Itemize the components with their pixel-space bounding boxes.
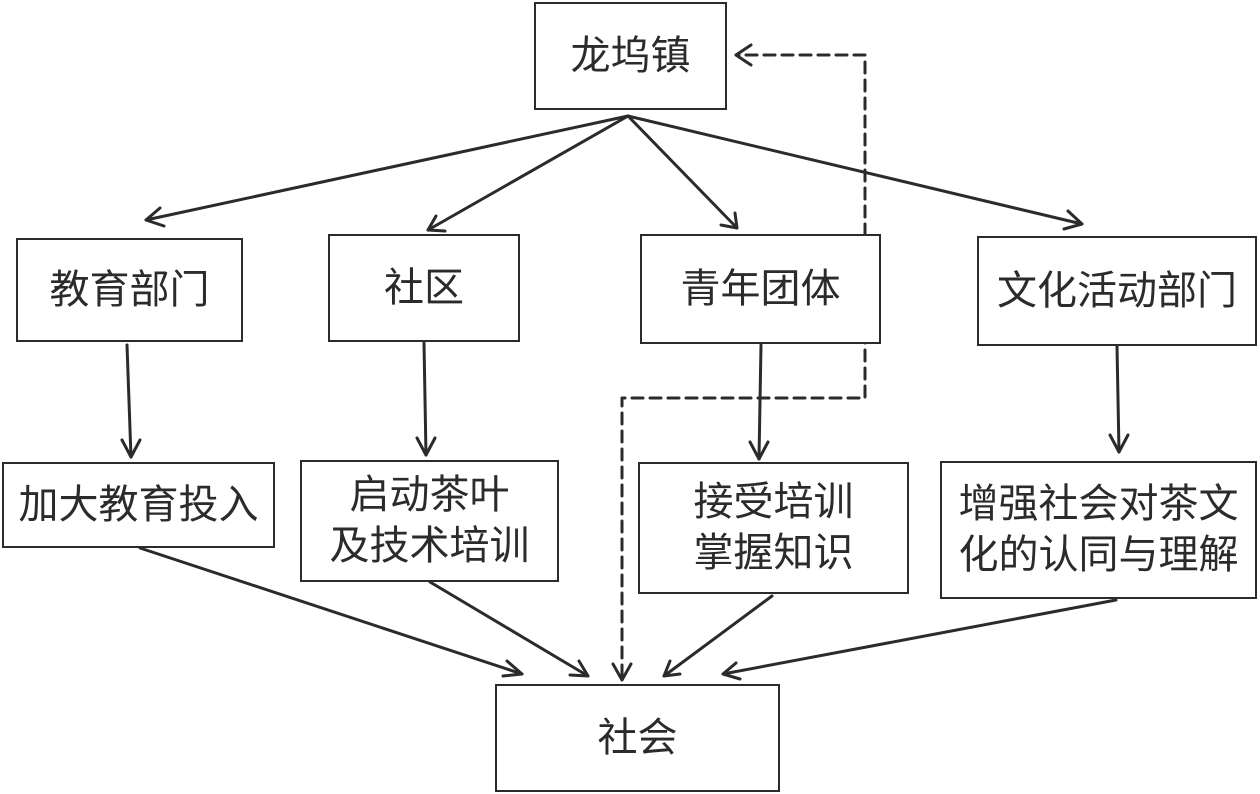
node-culture-dept: 文化活动部门 (977, 236, 1257, 346)
node-education-dept: 教育部门 (16, 238, 243, 342)
arrow-top-to-youth (626, 114, 739, 230)
arrow-top-to-education (144, 114, 630, 228)
arrow-culture-to-action (1108, 344, 1130, 454)
arrow-edu-action-to-society (138, 546, 524, 678)
arrow-top-to-culture (626, 114, 1084, 231)
node-community: 社区 (328, 234, 520, 342)
arrow-youth-to-action (748, 343, 770, 461)
node-bottom: 社会 (495, 684, 780, 792)
arrow-top-to-community (426, 114, 630, 233)
arrow-education-to-action (120, 343, 142, 459)
arrow-youth-action-to-society (662, 594, 774, 678)
node-edu-action: 加大教育投入 (2, 462, 275, 548)
node-top: 龙坞镇 (534, 2, 727, 110)
node-community-action: 启动茶叶 及技术培训 (300, 460, 559, 582)
node-youth-groups: 青年团体 (640, 234, 881, 344)
dashed-arrowhead-bottom (611, 662, 633, 682)
arrow-culture-action-to-society (721, 598, 1118, 681)
node-culture-action: 增强社会对茶文 化的认同与理解 (940, 461, 1257, 599)
node-youth-action: 接受培训 掌握知识 (638, 462, 909, 594)
dashed-arrowhead-top (734, 43, 753, 67)
arrow-community-action-to-society (428, 580, 590, 678)
arrow-community-to-action (415, 341, 437, 457)
dashed-feedback-arrow (620, 53, 867, 678)
